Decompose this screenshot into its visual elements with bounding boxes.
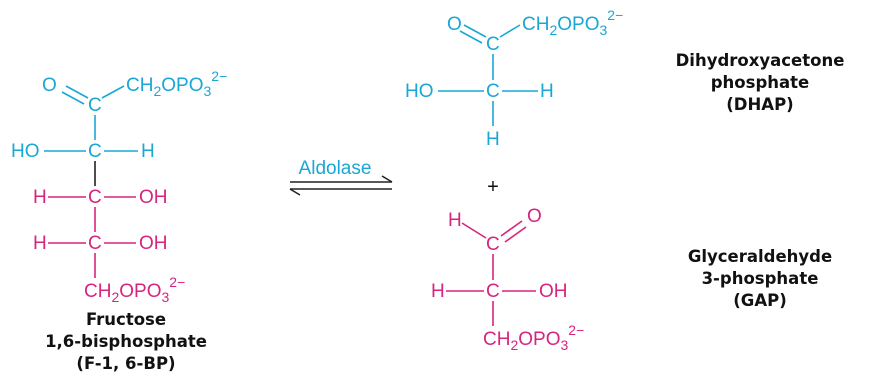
dhap-name-line1: Dihydroxyacetone	[676, 51, 845, 70]
equilibrium-arrow: Aldolase	[289, 158, 393, 196]
dhap-structure: O C CH2OPO32− HO C H H	[405, 7, 623, 150]
dhap-c2: C	[486, 34, 500, 55]
fructose-name-line2: 1,6-bisphosphate	[45, 332, 207, 351]
dhap-c3-h: H	[540, 81, 554, 102]
dhap-c3-ho: HO	[405, 81, 434, 102]
f16bp-c4-oh: OH	[139, 187, 168, 208]
f16bp-c2: C	[88, 95, 102, 116]
dhap-carbonyl-o: O	[447, 14, 462, 35]
gap-name-line1: Glyceraldehyde	[688, 247, 832, 266]
gap-structure: H C O H C OH CH2OPO32−	[431, 206, 584, 353]
dhap-phosphate: CH2OPO32−	[522, 7, 623, 38]
f16bp-c5: C	[88, 233, 102, 254]
gap-c1: C	[486, 234, 500, 255]
dhap-name-line3: (DHAP)	[726, 95, 793, 114]
gap-label: Glyceraldehyde 3-phosphate (GAP)	[688, 247, 832, 310]
dhap-c3-h-bottom: H	[486, 129, 500, 150]
f16bp-c4: C	[88, 187, 102, 208]
enzyme-label: Aldolase	[299, 158, 372, 179]
f16bp-c3: C	[88, 141, 102, 162]
dhap-label: Dihydroxyacetone phosphate (DHAP)	[676, 51, 845, 114]
f16bp-c6-phosphate: CH2OPO32−	[84, 274, 185, 305]
plus-sign: +	[487, 176, 499, 198]
gap-aldehyde-o: O	[527, 206, 542, 227]
gap-phosphate: CH2OPO32−	[483, 322, 584, 353]
f16bp-carbonyl-o: O	[42, 75, 57, 96]
gap-name-line2: 3-phosphate	[702, 269, 819, 288]
fructose-label: Fructose 1,6-bisphosphate (F-1, 6-BP)	[45, 310, 207, 373]
f16bp-c5-h: H	[33, 233, 47, 254]
f16bp-c3-ho: HO	[11, 141, 40, 162]
gap-name-line3: (GAP)	[733, 291, 787, 310]
f16bp-c1-phosphate: CH2OPO32−	[126, 68, 227, 99]
gap-c2-oh: OH	[539, 281, 568, 302]
f16bp-c4-h: H	[33, 187, 47, 208]
f16bp-c5-oh: OH	[139, 233, 168, 254]
fructose-name-line1: Fructose	[86, 310, 166, 329]
dhap-name-line2: phosphate	[711, 73, 809, 92]
gap-aldehyde-h: H	[448, 210, 462, 231]
gap-c2: C	[486, 281, 500, 302]
dhap-c3: C	[486, 81, 500, 102]
fructose-name-line3: (F-1, 6-BP)	[76, 354, 175, 373]
gap-c2-h: H	[431, 281, 445, 302]
f16bp-c3-h: H	[141, 141, 155, 162]
fructose-bisphosphate-structure: O C CH2OPO32− HO C H H C OH H C OH	[11, 68, 227, 305]
